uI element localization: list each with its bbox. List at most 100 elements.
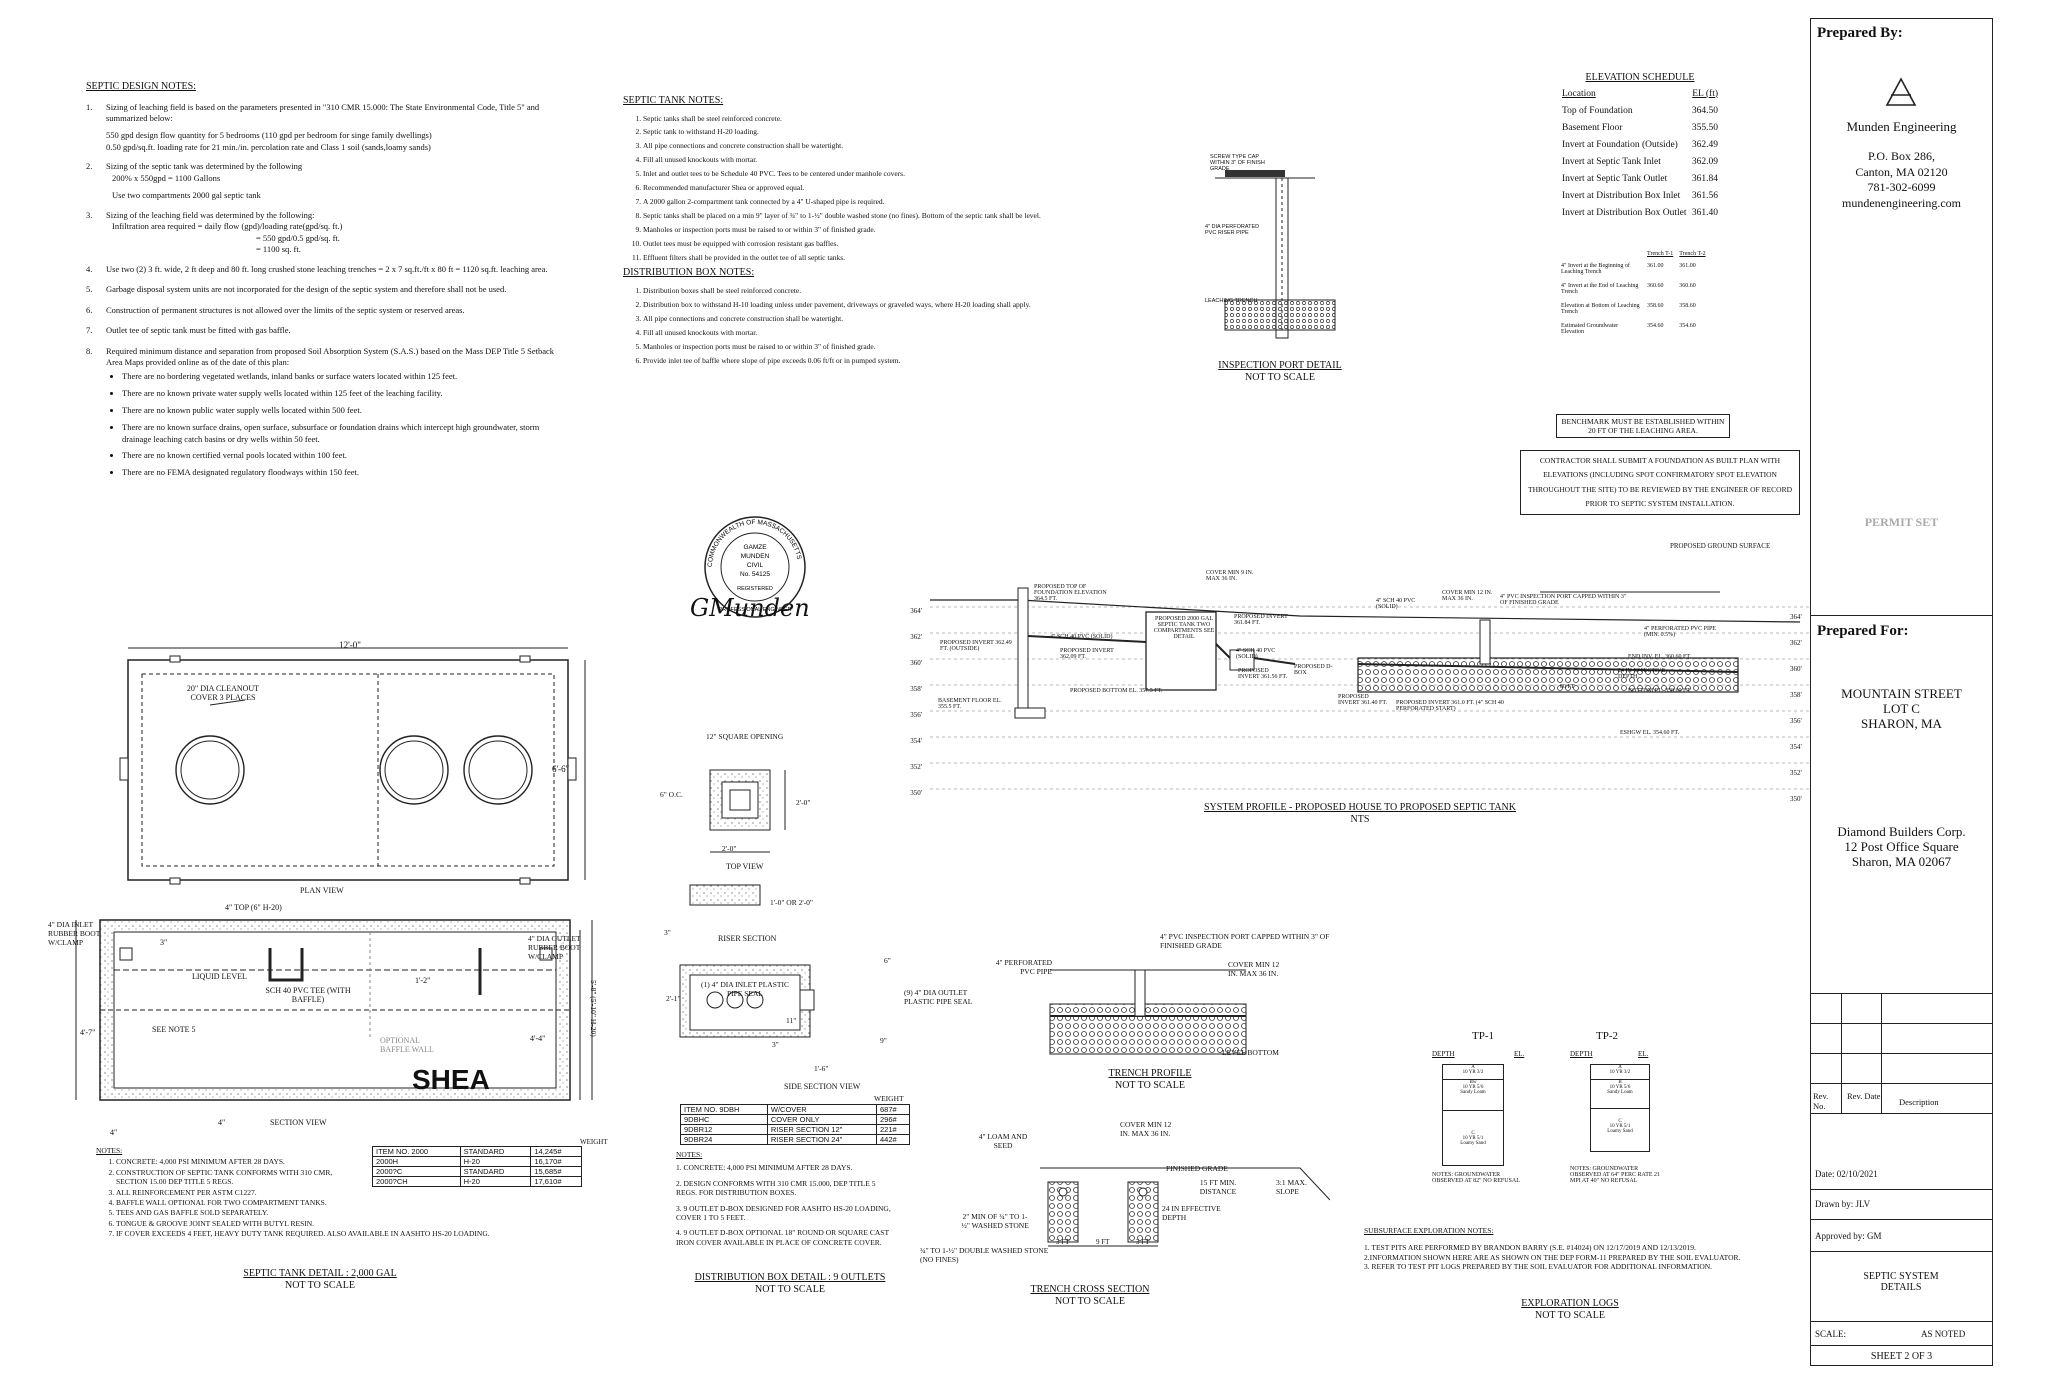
dbox-dim-3: 3" — [772, 1040, 779, 1049]
profile-elev-left: 364'362'360'358' 356'354'352'350' — [910, 607, 922, 797]
tank-note-6: Recommended manufacturer Shea or approve… — [643, 183, 1103, 192]
dim-length: 12'-0" — [339, 640, 361, 650]
tank-detail-note-6: TONGUE & GROOVE JOINT SEALED WITH BUTYL … — [116, 1219, 566, 1228]
cross-stone1: 2" MIN OF ¾" TO 1-½" WASHED STONE — [961, 1212, 1029, 1230]
tp1-el-label: EL. — [1514, 1050, 1525, 1058]
firm-addr1: P.O. Box 286, — [1867, 149, 1935, 163]
design-note-1a: 550 gpd design flow quantity for 5 bedro… — [106, 130, 432, 141]
dim-4in-b: 4" — [110, 1128, 118, 1137]
dbox-detail-note-1: 1. CONCRETE: 4,000 PSI MINIMUM AFTER 28 … — [676, 1163, 853, 1173]
cross-grade: FINISHED GRADE — [1166, 1164, 1228, 1173]
trench-profile-bottom: LEVEL BOTTOM — [1222, 1048, 1279, 1057]
dim-width: 6'-6" — [552, 764, 570, 774]
inspection-port-sub: NOT TO SCALE — [1244, 371, 1315, 383]
tank-note-9: Manholes or inspection ports must be rai… — [643, 225, 1103, 234]
date-field: Date: 02/10/2021 — [1815, 1169, 1878, 1179]
trench-profile-cover: COVER MIN 12 IN. MAX 36 IN. — [1228, 960, 1280, 978]
inspection-port-detail: SCREW TYPE CAP WITHIN 3" OF FINISH GRADE… — [1205, 150, 1350, 350]
riser-label: 4" DIA PERFORATED PVC RISER PIPE — [1205, 224, 1260, 236]
dbox-note-1: Distribution boxes shall be steel reinfo… — [643, 286, 1103, 295]
dbox-dim-2-1: 2'-1" — [666, 994, 681, 1003]
title-block: Prepared By: Munden Engineering P.O. Box… — [1810, 18, 1993, 1366]
tank-note-3: All pipe connections and concrete constr… — [643, 141, 1103, 150]
trench-profile-port: 4" PVC INSPECTION PORT CAPPED WITHIN 3" … — [1160, 932, 1330, 950]
tank-note-5: Inlet and outlet tees to be Schedule 40 … — [643, 169, 1103, 178]
liquid-level-label: LIQUID LEVEL — [192, 972, 247, 981]
tank-note-11: Effluent filters shall be provided in th… — [643, 253, 1103, 262]
profile-pipe2: 4" SCH 40 PVC (SOLID) — [1236, 648, 1276, 660]
profile-cover1: COVER MIN 9 IN. MAX 36 IN. — [1206, 570, 1254, 582]
client-line3: Sharon, MA 02067 — [1851, 853, 1952, 869]
seal-number: No. 54125 — [740, 571, 770, 578]
profile-length: 80 FT — [1560, 684, 1575, 690]
design-note-2a: 200% x 550gpd = 1100 Gallons — [112, 172, 221, 183]
rev-no-header: Rev. No. — [1813, 1091, 1829, 1111]
table-row: Invert at Foundation (Outside)362.49 — [1562, 139, 1718, 150]
trench-profile-caption: TRENCH PROFILE NOT TO SCALE — [1080, 1068, 1220, 1091]
trench-cross-caption: TRENCH CROSS SECTION NOT TO SCALE — [1020, 1284, 1160, 1307]
dbox-title: DISTRIBUTION BOX DETAIL : 9 OUTLETS — [694, 1272, 886, 1283]
drawn-by-field: Drawn by: JLV — [1815, 1199, 1871, 1209]
tank-top-label: 4" TOP (6" H-20) — [225, 903, 282, 912]
tp2-note: NOTES: GROUNDWATER OBSERVED AT 64" PERC … — [1570, 1166, 1661, 1184]
dbox-detail-note-4: 4. 9 OUTLET D-BOX OPTIONAL 18" ROUND OR … — [676, 1228, 889, 1247]
design-note-8: Required minimum distance and separation… — [106, 345, 555, 367]
exploration-logs-caption: EXPLORATION LOGS NOT TO SCALE — [1500, 1298, 1640, 1321]
subsurface-note-2: 2.INFORMATION SHOWN HERE ARE AS SHOWN ON… — [1364, 1252, 1741, 1262]
dim-4-4: 4'-4" — [530, 1034, 546, 1043]
exploration-logs-sub: NOT TO SCALE — [1534, 1309, 1605, 1321]
tp2-label: TP-2 — [1596, 1030, 1618, 1042]
baffle-label: OPTIONAL BAFFLE WALL — [380, 1036, 434, 1054]
firm-phone: 781-302-6099 — [1867, 180, 1936, 195]
bullet-5: There are no known certified vernal pool… — [122, 450, 556, 461]
cross-cover: COVER MIN 12 IN. MAX 36 IN. — [1120, 1120, 1172, 1138]
dbox-dim-9: 9" — [880, 1036, 887, 1045]
oc-label: 6" O.C. — [660, 790, 683, 799]
ground-surface-label: PROPOSED GROUND SURFACE — [1670, 542, 1771, 550]
profile-invert3: PROPOSED INVERT 361.56 FT. — [1238, 668, 1288, 680]
prepared-for-label: Prepared For: — [1817, 623, 1909, 639]
subsurface-note-3: 3. REFER TO TEST PIT LOGS PREPARED BY TH… — [1364, 1262, 1713, 1272]
tank-detail-note-5: TEES AND GAS BAFFLE SOLD SEPARATELY. — [116, 1208, 566, 1217]
profile-invert2: PROPOSED INVERT 361.84 FT. — [1234, 614, 1288, 626]
design-note-2: Sizing of the septic tank was determined… — [106, 161, 303, 172]
tank-note-4: Fill all unused knockouts with mortar. — [643, 155, 1103, 164]
profile-eff-depth: 24 IN EFFECTIVE DEPTH — [1618, 668, 1665, 680]
contractor-note: CONTRACTOR SHALL SUBMIT A FOUNDATION AS … — [1520, 450, 1800, 515]
exploration-logs-title: EXPLORATION LOGS — [1521, 1298, 1619, 1309]
dbox-note-2: Distribution box to withstand H-10 loadi… — [643, 300, 1103, 309]
design-note-1b: 0.50 gpd/sq.ft. loading rate for 21 min.… — [106, 141, 431, 152]
dbox-outlet-label: (9) 4" DIA OUTLET PLASTIC PIPE SEAL — [904, 988, 973, 1006]
project-line2: LOT C — [1883, 700, 1920, 716]
dbox-note-6: Provide inlet tee of baffle where slope … — [643, 356, 1103, 365]
profile-invert-out: PROPOSED INVERT 362.49 FT. (OUTSIDE) — [940, 640, 1012, 652]
design-note-7: Outlet tee of septic tank must be fitted… — [106, 325, 291, 336]
tp1-depth-label: DEPTH — [1432, 1050, 1455, 1058]
project-name: MOUNTAIN STREET LOT C SHARON, MA — [1811, 686, 1992, 732]
tank-detail-note-1: CONCRETE: 4,000 PSI MINIMUM AFTER 28 DAY… — [116, 1157, 566, 1166]
tank-detail-note-4: BAFFLE WALL OPTIONAL FOR TWO COMPARTMENT… — [116, 1198, 566, 1207]
desc-header: Description — [1899, 1097, 1939, 1107]
col-el: EL (ft) — [1692, 88, 1718, 99]
tank-detail-note-3: ALL REINFORCEMENT PER ASTM C1227. — [116, 1188, 566, 1197]
cross-depth: 24 IN EFFECTIVE DEPTH — [1162, 1204, 1221, 1222]
inspection-port-title: INSPECTION PORT DETAIL — [1218, 360, 1342, 371]
profile-caption: SYSTEM PROFILE - PROPOSED HOUSE TO PROPO… — [1160, 802, 1560, 825]
tp1-note: NOTES: GROUNDWATER OBSERVED AT 82" NO RE… — [1432, 1172, 1520, 1184]
design-note-3b: = 550 gpd/0.5 gpd/sq. ft. — [256, 232, 340, 243]
cross-loam: 4" LOAM AND SEED — [978, 1132, 1028, 1150]
bullet-2: There are no known private water supply … — [122, 388, 556, 399]
weight-header: WEIGHT — [580, 1138, 608, 1146]
design-note-3c: = 1100 sq. ft. — [256, 244, 301, 255]
trench-profile-perf: 4" PERFORATED PVC PIPE — [995, 958, 1052, 976]
tank-note-8: Septic tanks shall be placed on a min 9"… — [643, 211, 1103, 220]
